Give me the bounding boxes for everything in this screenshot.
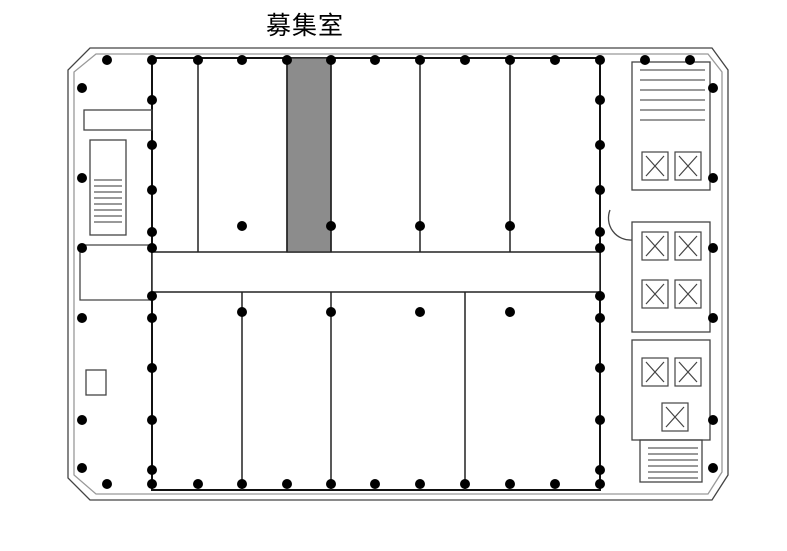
elevator-shaft [641,279,669,309]
column [685,55,695,65]
right-core-mid [631,221,711,333]
door-arc [607,209,633,241]
outer-boundary [67,47,729,501]
right-core-upper [631,61,711,191]
elevator-shaft [674,151,702,181]
column [237,55,247,65]
elevator-cross-icon [678,235,698,257]
column [147,313,157,323]
elevator-shaft [674,231,702,261]
column [147,363,157,373]
elevator-cross-icon [678,283,698,305]
column [147,415,157,425]
column [460,479,470,489]
column [147,227,157,237]
column [237,307,247,317]
column [708,415,718,425]
elevator-cross-icon [645,235,665,257]
column [550,479,560,489]
elevator-cross-icon [665,406,685,428]
elevator-cross-icon [645,155,665,177]
column [595,185,605,195]
column [505,221,515,231]
outer-boundary-inner [73,53,723,495]
left-corridor [79,244,153,301]
column [237,479,247,489]
column [147,185,157,195]
column [147,243,157,253]
available-room [286,57,332,253]
column [326,479,336,489]
column [193,55,203,65]
left-service [83,109,153,131]
elevator-cross-icon [645,283,665,305]
elevator-shaft [641,357,669,387]
column [505,55,515,65]
column [77,83,87,93]
elevator-shaft [641,231,669,261]
column [147,55,157,65]
column [640,55,650,65]
column [193,479,203,489]
column [708,243,718,253]
column [147,465,157,475]
column [415,55,425,65]
column [595,227,605,237]
elevator-cross-icon [678,155,698,177]
plan-title: 募集室 [265,11,344,40]
elevator-shaft [641,151,669,181]
column [415,221,425,231]
column [147,479,157,489]
column [282,479,292,489]
column [237,221,247,231]
elevator-shaft [674,357,702,387]
column [708,463,718,473]
column [460,55,470,65]
column [77,415,87,425]
column [370,479,380,489]
column [147,291,157,301]
column [595,95,605,105]
column [595,55,605,65]
column [282,55,292,65]
elevator-cross-icon [645,361,665,383]
right-stair [639,439,703,483]
column [326,221,336,231]
column [708,313,718,323]
column [77,313,87,323]
column [595,479,605,489]
column [595,363,605,373]
column [708,173,718,183]
column [595,465,605,475]
left-stair [89,139,127,236]
elevator-shaft [674,279,702,309]
column [415,307,425,317]
right-core-lower [631,339,711,441]
column [102,55,112,65]
column [326,55,336,65]
column [147,140,157,150]
corridor [151,251,601,293]
column [147,95,157,105]
column [595,140,605,150]
column [77,463,87,473]
column [595,243,605,253]
column [415,479,425,489]
column [370,55,380,65]
column [505,479,515,489]
column [595,291,605,301]
column [708,83,718,93]
column [102,479,112,489]
column [77,243,87,253]
column [595,313,605,323]
column [77,173,87,183]
elevator-cross-icon [678,361,698,383]
column [550,55,560,65]
column [505,307,515,317]
left-room [85,369,107,396]
column [595,415,605,425]
elevator-shaft [661,402,689,432]
column [326,307,336,317]
